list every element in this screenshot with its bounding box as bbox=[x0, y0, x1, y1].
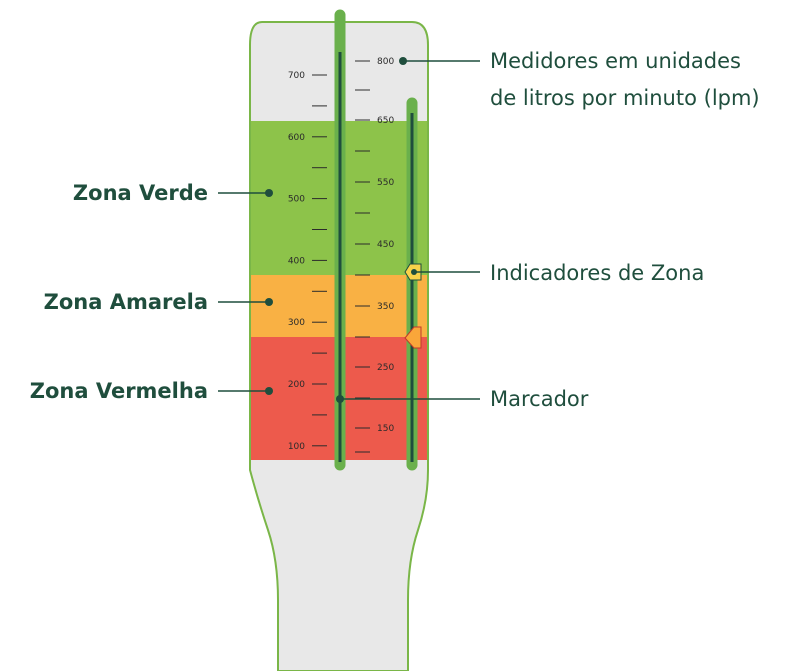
left-tick-label: 100 bbox=[288, 442, 305, 452]
marker-callout-dot bbox=[336, 395, 344, 403]
zone-indicators-callout: Indicadores de Zona bbox=[490, 261, 704, 285]
green-zone-callout-dot bbox=[265, 189, 273, 197]
red-zone-label: Zona Vermelha bbox=[30, 379, 208, 403]
right-tick-label: 350 bbox=[377, 302, 394, 312]
meters-callout-line2: de litros por minuto (lpm) bbox=[490, 86, 760, 110]
marker-callout: Marcador bbox=[490, 387, 589, 411]
yellow-zone-indicator bbox=[404, 326, 422, 349]
left-tick-label: 700 bbox=[288, 71, 305, 81]
right-tick-label: 800 bbox=[377, 57, 394, 67]
right-tick-label: 550 bbox=[377, 178, 394, 188]
right-tick-label: 150 bbox=[377, 424, 394, 434]
left-tick-label: 500 bbox=[288, 195, 305, 205]
meters-callout-dot bbox=[399, 57, 407, 65]
left-tick-label: 600 bbox=[288, 133, 305, 143]
right-tick-label: 250 bbox=[377, 363, 394, 373]
right-tick-label: 450 bbox=[377, 240, 394, 250]
right-scale: 800 650 550 450 350 250 150 bbox=[355, 57, 394, 453]
green-zone-label: Zona Verde bbox=[73, 181, 208, 205]
meters-callout-line1: Medidores em unidades bbox=[490, 49, 741, 73]
left-scale: 700 600 500 400 300 200 100 bbox=[288, 71, 327, 452]
yellow-zone-callout-dot bbox=[265, 298, 273, 306]
indicator-callout-dot bbox=[411, 269, 417, 275]
left-tick-label: 300 bbox=[288, 318, 305, 328]
left-tick-label: 400 bbox=[288, 256, 305, 266]
yellow-zone-label: Zona Amarela bbox=[44, 290, 208, 314]
left-tick-label: 200 bbox=[288, 380, 305, 390]
red-zone-callout-dot bbox=[265, 387, 273, 395]
right-tick-label: 650 bbox=[377, 116, 394, 126]
